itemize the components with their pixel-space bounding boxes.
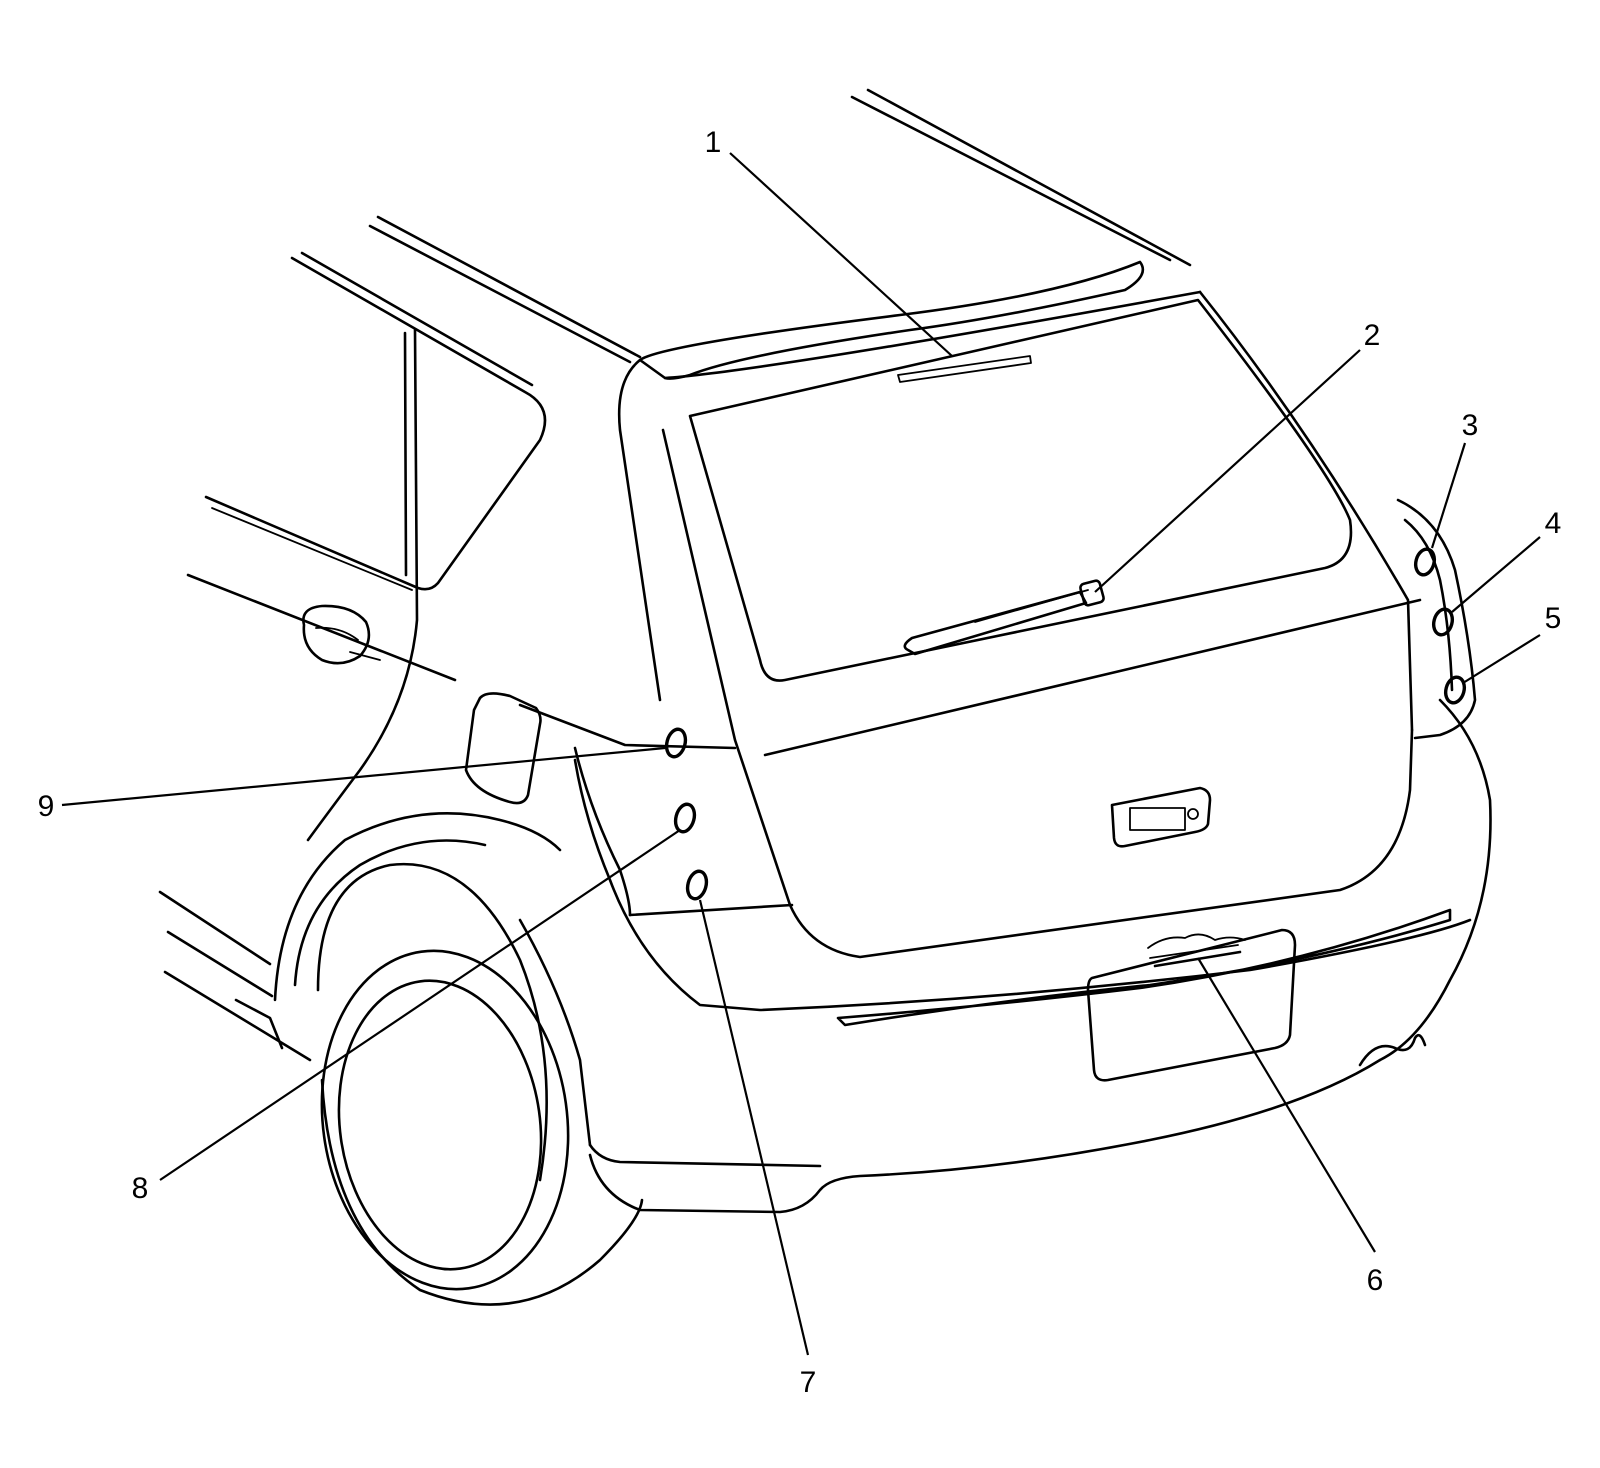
leader-8 — [159, 829, 681, 1181]
lamp-3 — [1413, 547, 1437, 577]
leader-4 — [1451, 536, 1541, 613]
callout-1: 1 — [705, 126, 722, 159]
callout-2: 2 — [1364, 319, 1381, 352]
callout-8: 8 — [132, 1172, 149, 1205]
callout-labels: 1 2 3 4 5 6 7 8 9 — [38, 126, 1562, 1399]
lamp-4 — [1431, 607, 1455, 637]
lamp-9 — [664, 727, 688, 759]
lamp-5 — [1443, 675, 1467, 705]
callout-4: 4 — [1545, 507, 1562, 540]
callout-9: 9 — [38, 790, 55, 823]
rear-wheel — [273, 812, 644, 1306]
lamp-8 — [673, 802, 697, 834]
roof-rails — [368, 88, 1192, 364]
tail-lamp-assembly-right — [1396, 498, 1477, 740]
rear-liftgate — [617, 260, 1422, 959]
leader-7 — [698, 899, 810, 1356]
callout-7: 7 — [800, 1366, 817, 1399]
leader-lines — [61, 152, 1541, 1356]
leader-9 — [61, 746, 666, 807]
callout-6: 6 — [1367, 1264, 1384, 1297]
callout-3: 3 — [1462, 409, 1479, 442]
leader-3 — [1430, 442, 1467, 549]
rear-bumper — [518, 698, 1492, 1214]
leader-1 — [729, 152, 953, 357]
leader-2 — [1094, 349, 1361, 593]
leader-6 — [1197, 957, 1376, 1253]
lamp-7 — [685, 869, 709, 901]
lamp-markers — [664, 547, 1467, 901]
vehicle-side-body — [158, 251, 737, 1062]
callout-5: 5 — [1545, 602, 1562, 635]
leader-5 — [1462, 634, 1541, 684]
